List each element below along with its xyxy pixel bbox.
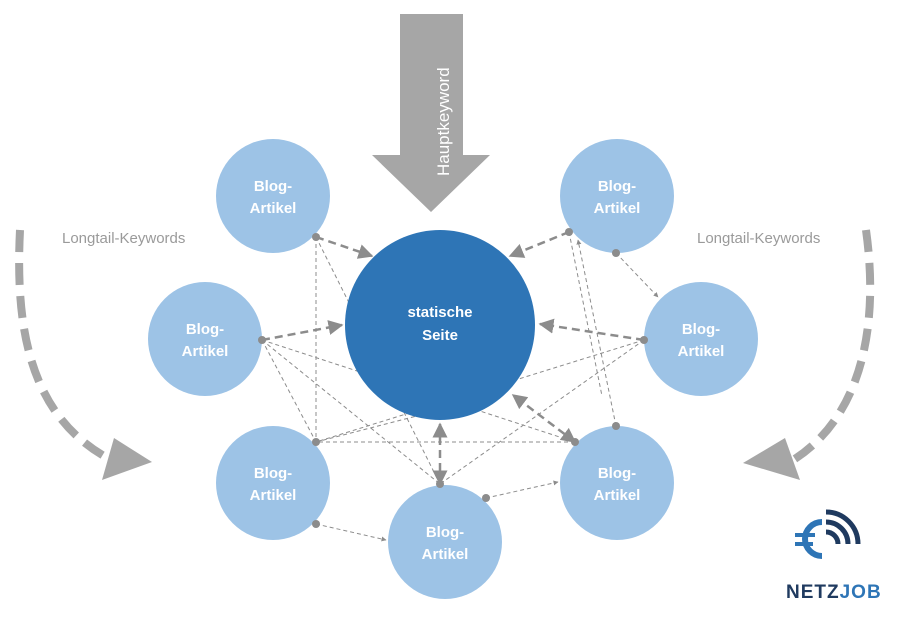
main-keyword-arrow: Hauptkeyword [372,14,490,212]
link-line [576,239,617,427]
article-line2: Artikel [422,546,469,563]
center-node: statische Seite [345,230,535,420]
connector-dot [640,336,648,344]
connector-dot [565,228,573,236]
logo-job: JOB [840,582,882,603]
netzjob-logo: NETZJOB [786,509,882,603]
article-line2: Artikel [250,200,297,217]
center-links [261,230,645,486]
center-line1: statische [407,304,472,321]
article-line2: Artikel [594,200,641,217]
connector-dot [571,438,579,446]
article-line2: Artikel [678,343,725,360]
connector-dot [312,233,320,241]
logo-wordmark: NETZJOB [786,582,882,603]
article-line1: Blog- [426,524,464,541]
center-link [315,235,374,259]
article-line1: Blog- [682,321,720,338]
center-link [538,318,645,342]
article-line2: Artikel [250,487,297,504]
connector-dots [258,228,648,528]
longtail-label-right: Longtail-Keywords [697,230,820,247]
longtail-label-left: Longtail-Keywords [62,230,185,247]
article-node: Blog- Artikel [560,139,674,253]
logo-netz: NETZ [786,582,840,603]
euro-wifi-icon [795,509,861,559]
link-line [615,252,659,298]
article-node: Blog- Artikel [388,485,502,599]
link-line [568,231,603,397]
connector-dot [258,336,266,344]
article-node: Blog- Artikel [560,426,674,540]
center-link [261,320,344,342]
article-line1: Blog- [598,465,636,482]
article-line1: Blog- [598,178,636,195]
center-line2: Seite [422,327,458,344]
connector-dot [436,480,444,488]
connector-dot [312,520,320,528]
connector-dot [312,438,320,446]
article-line2: Artikel [594,487,641,504]
link-line [315,523,387,542]
connector-dot [612,422,620,430]
connector-dot [482,494,490,502]
article-line1: Blog- [254,465,292,482]
link-line [261,339,317,443]
article-line1: Blog- [254,178,292,195]
article-node: Blog- Artikel [216,426,330,540]
longtail-arrow-right [743,229,875,480]
center-link [508,230,570,258]
link-line [261,339,441,485]
longtail-arrow-left [15,229,152,480]
main-keyword-label: Hauptkeyword [434,67,453,176]
article-node: Blog- Artikel [148,282,262,396]
center-link [511,394,577,443]
link-line [485,480,559,499]
article-line2: Artikel [182,343,229,360]
article-line1: Blog- [186,321,224,338]
article-node: Blog- Artikel [216,139,330,253]
connector-dot [612,249,620,257]
article-node: Blog- Artikel [644,282,758,396]
